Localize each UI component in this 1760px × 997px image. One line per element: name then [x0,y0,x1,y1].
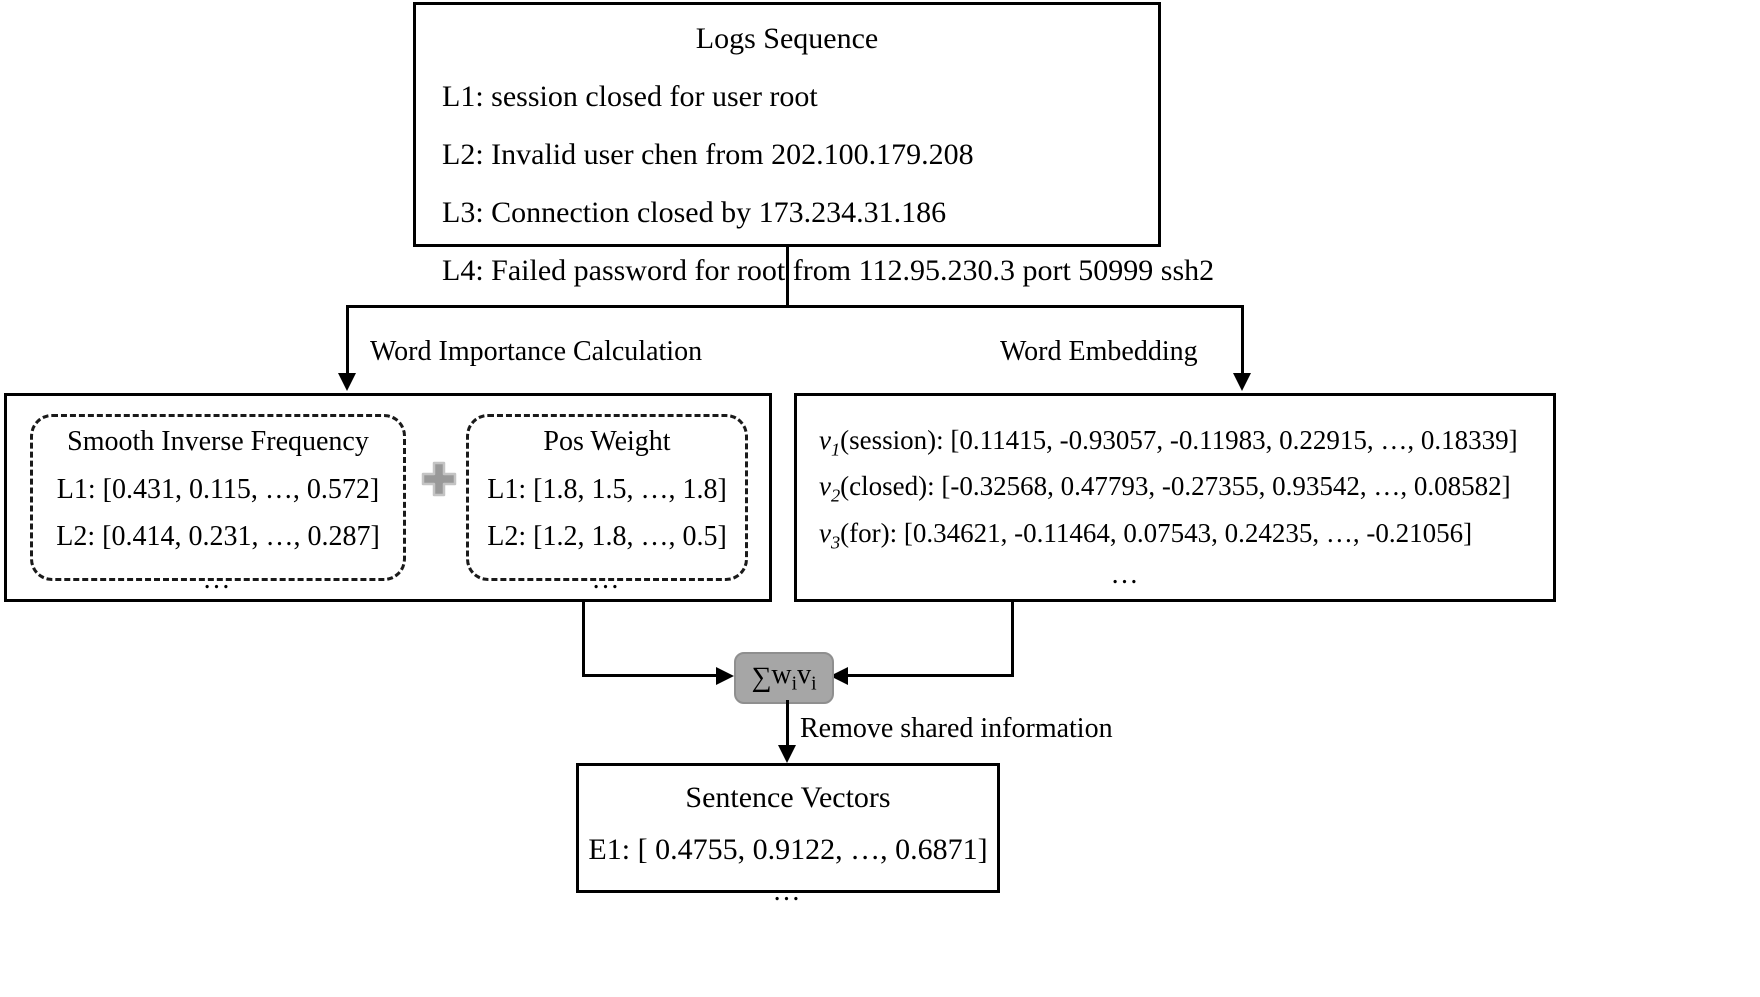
embedding-values-v3: [0.34621, -0.11464, 0.07543, 0.24235, …,… [903,517,1473,548]
embedding-row-v3: v3(for): [0.34621, -0.11464, 0.07543, 0.… [819,517,1553,553]
embedding-ellipsis: … [1110,559,1142,591]
sigma-icon: ∑ [751,662,772,693]
pos-weight-line-l1: L1: [1.8, 1.5, …, 1.8] [487,473,727,505]
connector-we-down [1011,602,1014,674]
sentence-vectors-title: Sentence Vectors [685,781,891,814]
connector-split-bar [346,305,1244,308]
connector-wi-down [582,602,585,674]
logs-sequence-box: Logs Sequence L1: session closed for use… [413,2,1214,287]
connector-right-branch [1241,305,1244,373]
pos-weight-line-l2: L2: [1.2, 1.8, …, 0.5] [487,521,727,553]
sum-node-v: vi [797,659,817,695]
connector-left-branch [346,305,349,373]
embedding-symbol-v2: v2 [819,471,841,506]
pos-weight-box: Pos Weight L1: [1.8, 1.5, …, 1.8] L2: [1… [466,414,748,595]
log-line-l3: L3: Connection closed by 173.234.31.186 [442,196,947,229]
sentence-vectors-ellipsis: … [772,876,804,907]
embedding-row-v1: v1(session): [0.11415, -0.93057, -0.1198… [819,424,1553,460]
connector-sum-down [786,700,789,745]
embedding-symbol-v3: v3 [819,517,841,553]
sum-node-w: wi [771,659,798,695]
smooth-inverse-frequency-box: Smooth Inverse Frequency L1: [0.431, 0.1… [30,414,406,595]
sif-line-l1: L1: [0.431, 0.115, …, 0.572] [56,473,380,505]
embedding-values-v2: [-0.32568, 0.47793, -0.27355, 0.93542, …… [941,471,1511,502]
connector-we-to-sum [848,674,1014,677]
sentence-vectors-line-e1: E1: [ 0.4755, 0.9122, …, 0.6871] [588,833,988,866]
word-embedding-box: v1(session): [0.11415, -0.93057, -0.1198… [794,393,1556,602]
sif-title: Smooth Inverse Frequency [67,426,369,457]
embedding-word-v3: (for): [840,517,904,548]
pos-weight-ellipsis: … [591,563,623,595]
edge-label-word-embedding: Word Embedding [1000,336,1198,367]
embedding-symbol-v1: v1 [819,425,841,460]
edge-label-word-importance: Word Importance Calculation [370,336,703,367]
pos-weight-title: Pos Weight [543,426,671,457]
arrow-to-word-importance [338,373,356,391]
embedding-word-v1: (session): [840,425,951,455]
connector-wi-to-sum [582,674,716,677]
log-line-l4: L4: Failed password for root from 112.95… [442,254,1215,287]
embedding-values-v1: [0.11415, -0.93057, -0.11983, 0.22915, …… [950,425,1518,455]
logs-sequence-title: Logs Sequence [695,22,879,55]
plus-icon [421,461,457,497]
sentence-vectors-box: Sentence Vectors E1: [ 0.4755, 0.9122, …… [576,763,1000,907]
arrow-wi-to-sum [716,667,734,685]
arrow-we-to-sum [830,667,848,685]
embedding-word-v2: (closed): [840,471,942,502]
embedding-row-v2: v2(closed): [-0.32568, 0.47793, -0.27355… [819,470,1553,506]
arrow-to-sentence-vectors [778,745,796,763]
log-line-l1: L1: session closed for user root [442,80,818,113]
log-line-l2: L2: Invalid user chen from 202.100.179.2… [442,138,974,171]
edge-label-remove-shared-information: Remove shared information [800,713,1113,744]
sif-ellipsis: … [202,563,234,595]
sif-line-l2: L2: [0.414, 0.231, …, 0.287] [56,521,380,553]
arrow-to-word-embedding [1233,373,1251,391]
connector-logs-down [786,247,789,306]
